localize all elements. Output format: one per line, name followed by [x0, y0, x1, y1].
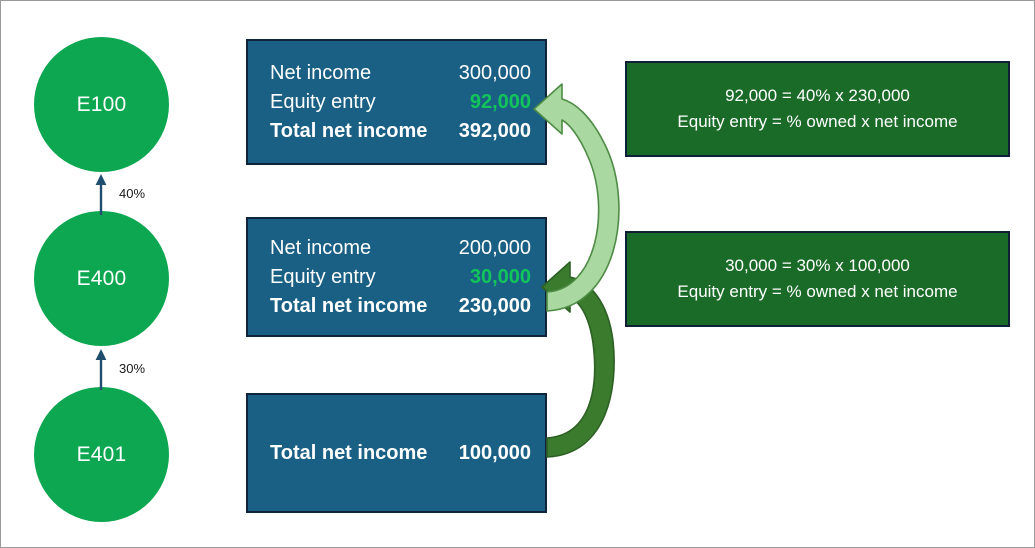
row-label: Net income — [270, 236, 372, 259]
entity-label: E100 — [76, 92, 127, 116]
income-row: Total net income 230,000 — [270, 292, 531, 321]
entity-circle-e401: E401 — [34, 387, 169, 522]
ownership-arrow-icon-40 — [95, 174, 107, 215]
row-label: Total net income — [270, 119, 428, 142]
entity-label: E400 — [76, 266, 127, 290]
entity-circle-e400: E400 — [34, 211, 169, 346]
income-row: Equity entry 30,000 — [270, 263, 531, 292]
formula-line-calculation: 92,000 = 40% x 230,000 — [725, 86, 910, 105]
row-value: 30,000 — [469, 265, 531, 288]
flow-arrow-e401-to-e400 — [541, 261, 615, 458]
income-row: Total net income 392,000 — [270, 117, 531, 146]
entity-circle-e100: E100 — [34, 37, 169, 172]
income-row: Equity entry 92,000 — [270, 88, 531, 117]
ownership-percent-label-30: 30% — [119, 361, 146, 376]
row-label: Total net income — [270, 294, 428, 317]
row-label: Equity entry — [270, 90, 376, 113]
row-value: 200,000 — [458, 236, 531, 259]
row-value: 100,000 — [458, 441, 531, 464]
row-value: 230,000 — [458, 294, 531, 317]
row-label: Equity entry — [270, 265, 376, 288]
formula-line-rule: Equity entry = % owned x net income — [677, 282, 958, 301]
row-value: 300,000 — [458, 61, 531, 84]
income-row: Total net income 100,000 — [270, 439, 531, 468]
ownership-percent-label-40: 40% — [119, 186, 146, 201]
income-row: Net income 200,000 — [270, 234, 531, 263]
row-label: Total net income — [270, 441, 428, 464]
income-box-e100: Net income 300,000 Equity entry 92,000 T… — [246, 39, 547, 165]
ownership-arrow-icon-30 — [95, 349, 107, 390]
row-value: 392,000 — [458, 119, 531, 142]
income-box-e400: Net income 200,000 Equity entry 30,000 T… — [246, 217, 547, 337]
income-row: Net income 300,000 — [270, 59, 531, 88]
formula-box-e100: 92,000 = 40% x 230,000 Equity entry = % … — [625, 61, 1010, 157]
income-box-e401: Total net income 100,000 — [246, 393, 547, 513]
entity-label: E401 — [76, 442, 127, 466]
row-value: 92,000 — [469, 90, 531, 113]
formula-line-rule: Equity entry = % owned x net income — [677, 112, 958, 131]
formula-line-calculation: 30,000 = 30% x 100,000 — [725, 256, 910, 275]
formula-box-e400: 30,000 = 30% x 100,000 Equity entry = % … — [625, 231, 1010, 327]
row-label: Net income — [270, 61, 372, 84]
